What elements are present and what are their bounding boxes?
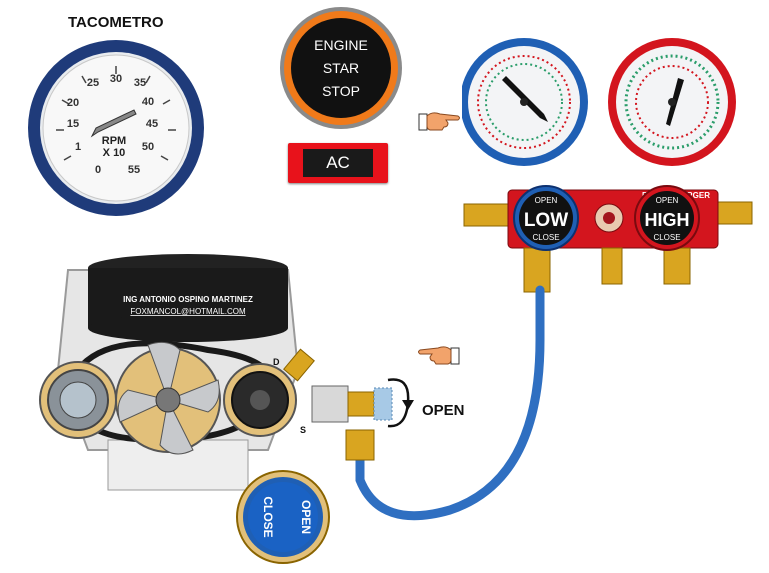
tach-tick-20: 20 [67, 97, 79, 109]
low-valve-open: OPEN [535, 196, 558, 205]
tach-tick-30: 30 [110, 73, 122, 85]
high-side-valve-knob[interactable]: OPEN HIGH CLOSE [634, 185, 700, 251]
ac-button[interactable]: AC [288, 143, 388, 183]
rotate-arrow-icon[interactable] [380, 372, 414, 434]
tach-tick-15: 15 [67, 118, 79, 130]
tach-tick-1: 1 [75, 141, 81, 153]
tach-tick-50: 50 [142, 141, 154, 153]
tach-needle [90, 109, 137, 138]
tach-tick-0: 0 [95, 164, 101, 176]
knob-close-label: CLOSE [261, 496, 275, 537]
low-valve-label: LOW [524, 210, 568, 231]
port-d-label: D [273, 357, 280, 367]
tach-tick-25: 25 [87, 77, 99, 89]
high-valve-open: OPEN [656, 196, 679, 205]
pointing-hand-icon [418, 346, 460, 365]
manifold-gauge-set: ROTHENBERGER OPEN LOW CLOSE OPEN HIGH CL… [462, 38, 753, 293]
tach-tick-40: 40 [142, 96, 154, 108]
tach-tick-45: 45 [146, 118, 158, 130]
pointing-hand-icon [418, 112, 460, 131]
low-side-valve-knob[interactable]: OPEN LOW CLOSE [513, 185, 579, 251]
low-valve-close: CLOSE [532, 233, 559, 242]
credit-name: ING ANTONIO OSPINO MARTINEZ [123, 295, 253, 304]
engine-button-line3: STOP [322, 83, 360, 99]
low-pressure-gauge [462, 38, 588, 166]
tach-tick-55: 55 [128, 164, 140, 176]
credit-email: FOXMANCOL@HOTMAIL.COM [130, 307, 246, 316]
engine-button-line1: ENGINE [314, 37, 368, 53]
port-s-label: S [300, 425, 306, 435]
engine-button-line2: STAR [323, 60, 359, 76]
open-close-valve-knob[interactable]: OPEN CLOSE [236, 470, 330, 564]
service-coupler [311, 385, 393, 423]
engine-start-stop-button[interactable]: ENGINE STAR STOP [278, 5, 404, 131]
tach-unit-rpm: RPM [102, 135, 126, 147]
tach-tick-35: 35 [134, 77, 146, 89]
tachometer-title: TACOMETRO [68, 14, 164, 31]
ac-compressor-engine: ING ANTONIO OSPINO MARTINEZ FOXMANCOL@HO… [39, 254, 315, 491]
valve-open-label: OPEN [422, 402, 465, 419]
high-valve-label: HIGH [645, 210, 690, 230]
high-valve-close: CLOSE [653, 233, 680, 242]
refrigerant-hose [345, 285, 545, 521]
ac-button-label: AC [303, 149, 373, 177]
knob-open-label: OPEN [299, 500, 313, 534]
tach-unit-x10: X 10 [103, 147, 126, 159]
high-pressure-gauge [608, 38, 736, 166]
tachometer: 0 1 15 20 25 30 35 40 45 50 55 RPM X 10 [28, 40, 204, 216]
